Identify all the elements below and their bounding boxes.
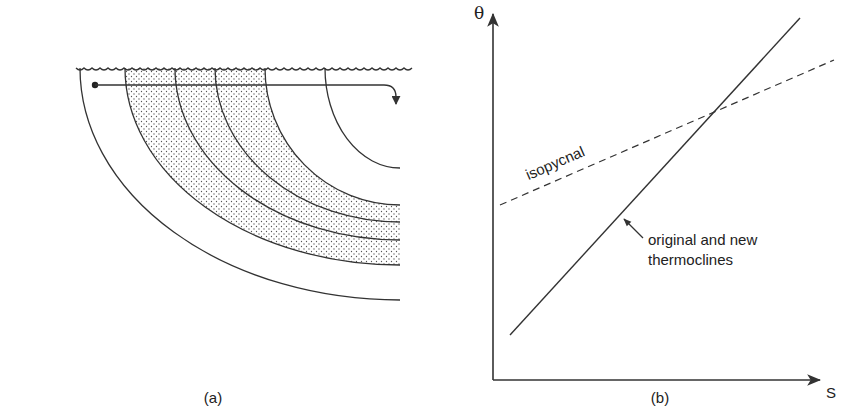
density-surface [215, 68, 400, 222]
callout-label: original and new thermoclines [648, 230, 780, 269]
panel-label: (a) [204, 388, 222, 408]
density-surface [265, 68, 400, 205]
parcel-path [95, 85, 396, 104]
density-surface [325, 68, 400, 168]
density-surface [125, 68, 400, 265]
theta-axis [492, 14, 494, 380]
curve-label: isopycnal [522, 142, 587, 185]
s-axis [493, 379, 820, 381]
density-surface [175, 68, 400, 240]
stippled-band [125, 68, 400, 265]
sea-surface [76, 68, 412, 70]
density-surfaces [80, 68, 400, 300]
sea-surface-line [76, 68, 412, 70]
isopycnal-line [500, 60, 834, 205]
panel-label: (b) [651, 388, 669, 408]
axis-label: θ [474, 2, 484, 24]
thermocline-line [510, 18, 800, 335]
axis-label: S [826, 383, 836, 403]
density-surface [80, 68, 400, 300]
leader-arrow [624, 219, 643, 238]
